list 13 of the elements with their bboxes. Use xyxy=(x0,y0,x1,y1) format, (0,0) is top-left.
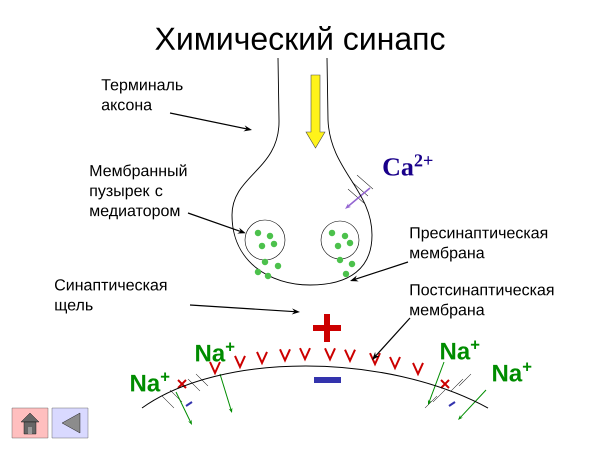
label-text: Терминаль аксона xyxy=(102,79,183,110)
vesicle xyxy=(244,220,286,260)
ion-label: Na$^{+}$ xyxy=(196,342,234,362)
label-text: Постсинаптическая мембрана xyxy=(410,284,554,319)
ion-label: Na$^{+}$ xyxy=(131,372,170,392)
ion-label: Na$^{+}$ xyxy=(441,340,480,360)
label-text: Синаптическая щель xyxy=(55,279,166,314)
vesicle xyxy=(320,220,360,260)
ion-label: Ca$^{2+}$ xyxy=(383,154,432,176)
label-text: Пресинаптическая мембрана xyxy=(410,227,548,262)
title: Химический синапс xyxy=(155,26,445,50)
label-text: Мембранный пузырек с медиатором xyxy=(90,164,186,220)
axon-terminal-drawing xyxy=(232,58,372,286)
